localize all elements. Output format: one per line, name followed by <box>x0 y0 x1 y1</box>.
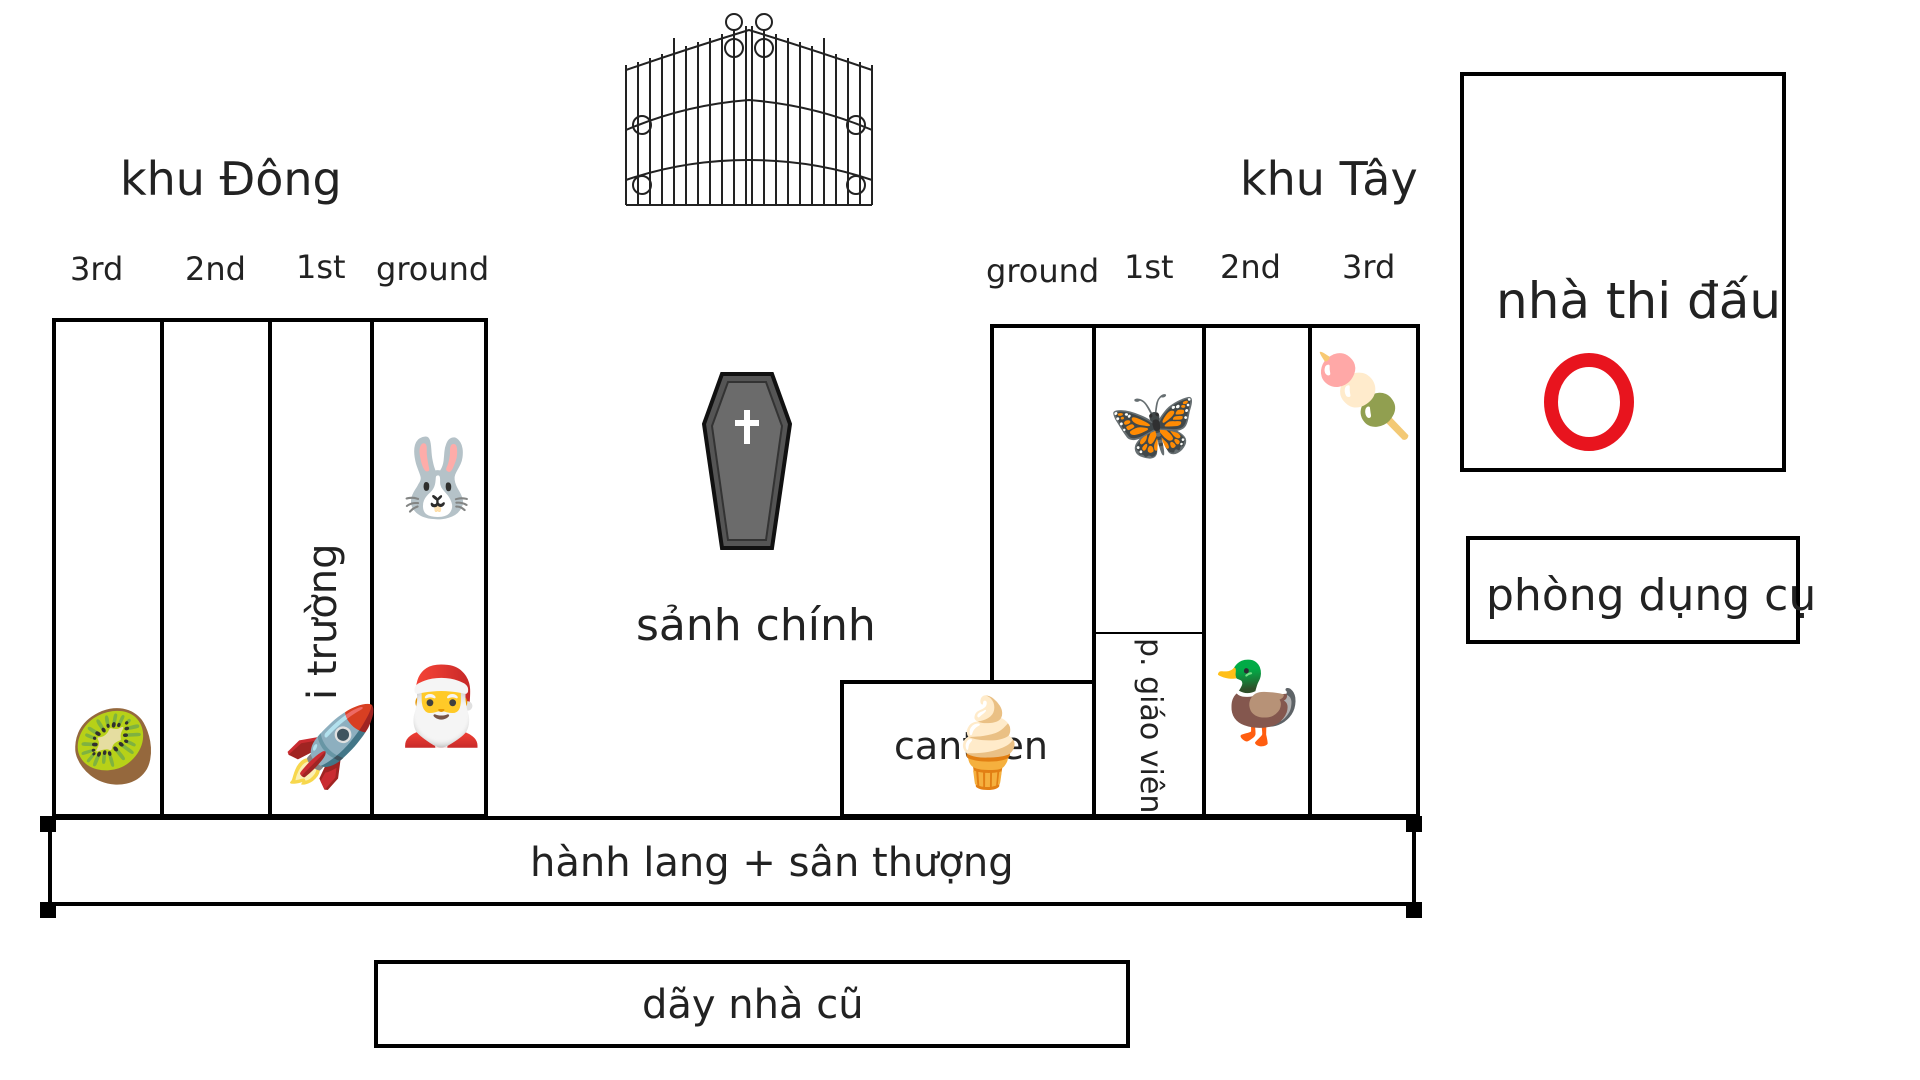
corridor <box>48 816 1416 906</box>
corner-marker <box>40 816 56 832</box>
west-floor-ground-label: ground <box>986 252 1100 290</box>
west-divider-1 <box>1092 324 1096 818</box>
west-floor-1st-label: 1st <box>1124 248 1174 286</box>
west-divider-3 <box>1308 324 1312 818</box>
east-room-label: i trường <box>300 543 346 700</box>
butterfly-icon: 🦋 <box>1108 382 1198 466</box>
east-zone-title: khu Đông <box>120 152 342 206</box>
main-lobby-label: sảnh chính <box>636 600 876 651</box>
rocket-icon: 🚀 <box>282 702 380 792</box>
east-floor-2nd-label: 2nd <box>185 250 246 288</box>
old-building <box>374 960 1130 1048</box>
corner-marker <box>1406 902 1422 918</box>
iron-gate-icon <box>624 10 874 210</box>
teacher-room-divider <box>1094 632 1204 634</box>
corner-marker <box>40 902 56 918</box>
teacher-room-label: p. giáo viên <box>1133 638 1168 814</box>
west-floor-2nd-label: 2nd <box>1220 248 1281 286</box>
west-zone-title: khu Tây <box>1240 152 1418 206</box>
corner-marker <box>1406 816 1422 832</box>
east-divider-2 <box>268 318 272 818</box>
old-building-label: dãy nhà cũ <box>642 982 864 1028</box>
coffin-icon <box>701 372 793 550</box>
rabbit-icon: 🐰 <box>390 433 485 522</box>
duck-icon: 🦆 <box>1210 658 1308 748</box>
equipment-room-label: phòng dụng cụ <box>1486 570 1817 621</box>
dango-icon: 🍡 <box>1314 349 1414 442</box>
canteen-label: canteen <box>894 724 1049 768</box>
kiwi-icon: 🥝 <box>70 706 158 788</box>
east-floor-ground-label: ground <box>376 250 490 288</box>
santa-icon: 🎅 <box>394 661 489 750</box>
west-divider-2 <box>1202 324 1206 818</box>
east-floor-1st-label: 1st <box>296 248 346 286</box>
east-divider-3 <box>370 318 374 818</box>
corridor-label: hành lang + sân thượng <box>530 840 1014 886</box>
east-floor-3rd-label: 3rd <box>70 250 124 288</box>
gym-label: nhà thi đấu <box>1496 272 1782 330</box>
equipment-room <box>1466 536 1800 644</box>
east-divider-1 <box>160 318 164 818</box>
west-floor-3rd-label: 3rd <box>1342 248 1396 286</box>
ice-cream-icon: 🍦 <box>934 693 1042 793</box>
red-ring-icon <box>1542 350 1636 454</box>
